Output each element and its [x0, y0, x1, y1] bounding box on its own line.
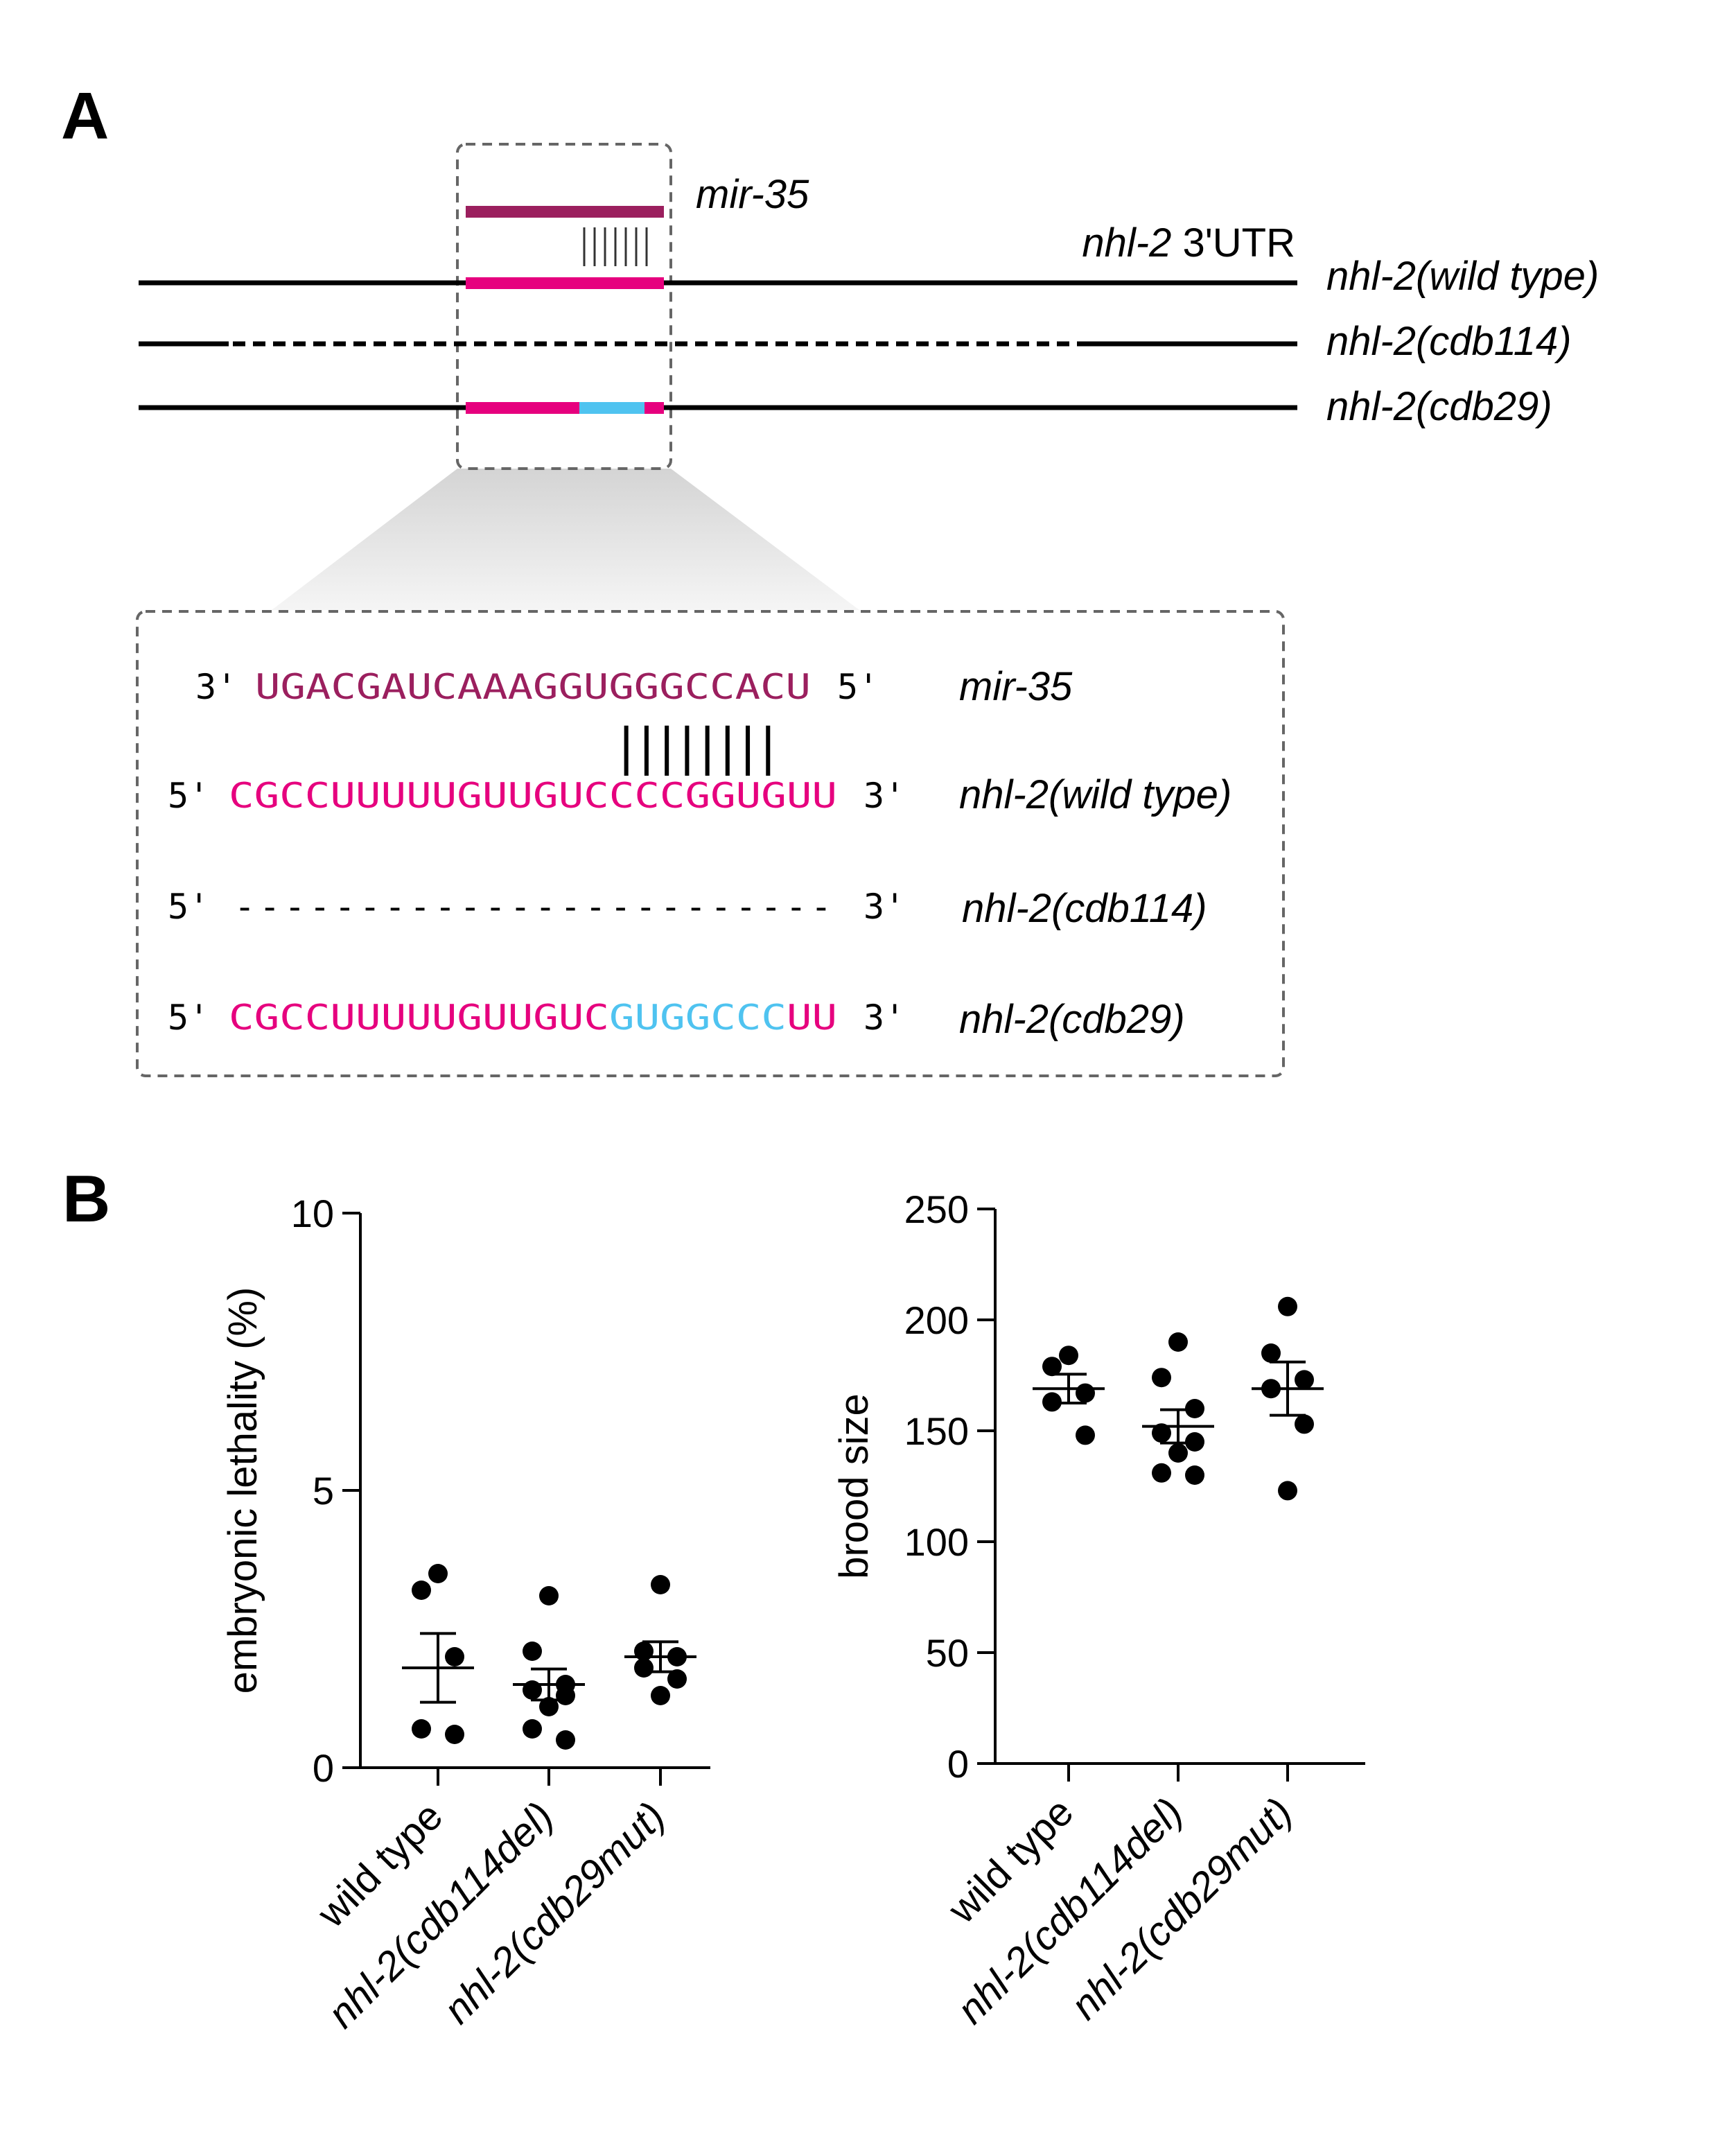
pairing-ticks: [583, 227, 648, 266]
data-point: [412, 1581, 431, 1600]
cdb29-seq-magenta: CGCCUUUUUGUUGUC: [229, 998, 609, 1038]
mir35-sequence: UGACGAUCAAAGGUGGGCCACU: [255, 667, 811, 707]
data-point: [1076, 1383, 1095, 1403]
site-cdb29-magenta: [466, 402, 579, 414]
y-tick-label: 50: [926, 1631, 969, 1675]
site-cdb29-tail: [645, 402, 664, 414]
y-tick-label: 200: [904, 1298, 969, 1342]
data-point: [523, 1719, 542, 1739]
cdb114-end-3: 3': [863, 887, 905, 927]
data-point: [412, 1719, 431, 1739]
panel-b-label: B: [62, 1162, 110, 1236]
mir35-bar: [466, 206, 664, 218]
data-point: [651, 1686, 670, 1705]
y-axis-label: embryonic lethality (%): [220, 1287, 265, 1694]
y-tick-label: 250: [904, 1187, 969, 1231]
data-point: [1152, 1423, 1171, 1443]
data-point: [1152, 1368, 1171, 1388]
site-box: [456, 143, 672, 470]
data-point: [1152, 1463, 1171, 1483]
y-tick-label: 0: [313, 1746, 334, 1790]
data-point: [445, 1647, 464, 1666]
strain-label-wild-type: nhl-2(wild type): [1326, 254, 1599, 299]
zoom-funnel: [272, 469, 859, 610]
site-wild-type: [466, 277, 664, 289]
wt-end-5: 5': [168, 776, 209, 816]
site-cdb29-cyan: [579, 402, 645, 414]
data-point: [1295, 1370, 1314, 1390]
data-point: [556, 1730, 575, 1750]
data-point: [651, 1575, 670, 1594]
data-point: [1042, 1357, 1062, 1377]
data-point: [1168, 1443, 1188, 1463]
data-point: [1278, 1296, 1297, 1316]
data-point: [539, 1586, 559, 1605]
cdb29-seq-cyan: GUGGCCC: [609, 998, 787, 1038]
data-point: [523, 1642, 542, 1661]
y-tick-label: 0: [947, 1742, 969, 1786]
wt-seq-label: nhl-2(wild type): [959, 772, 1231, 817]
data-point: [1059, 1346, 1078, 1366]
mir35-end-3: 3': [195, 667, 237, 707]
cdb114-end-5: 5': [168, 887, 209, 927]
utr-label: nhl-2 3'UTR: [1082, 220, 1295, 265]
y-axis-label: brood size: [832, 1393, 877, 1579]
mir35-end-5: 5': [837, 667, 879, 707]
panel-a-label: A: [61, 79, 109, 153]
wt-sequence: CGCCUUUUUGUUGUCCCCGGUGUU: [229, 776, 837, 816]
mir35-seq-label: mir-35: [959, 664, 1073, 709]
data-point: [445, 1725, 464, 1744]
y-tick-label: 5: [313, 1469, 334, 1513]
mir35-label: mir-35: [696, 172, 809, 217]
data-point: [634, 1658, 654, 1678]
data-point: [539, 1697, 559, 1716]
pairing-bars: ||||||||: [611, 717, 783, 776]
data-point: [1278, 1481, 1297, 1501]
strain-label-cdb114: nhl-2(cdb114): [1326, 319, 1572, 364]
data-point: [556, 1686, 575, 1705]
data-point: [1295, 1414, 1314, 1434]
data-point: [1185, 1465, 1204, 1485]
cdb29-end-3: 3': [863, 998, 905, 1038]
cdb29-end-5: 5': [168, 998, 209, 1038]
strain-label-cdb29: nhl-2(cdb29): [1326, 384, 1552, 429]
data-point: [1168, 1332, 1188, 1352]
cdb29-seq-label: nhl-2(cdb29): [959, 997, 1185, 1042]
cdb114-seq-label: nhl-2(cdb114): [962, 886, 1207, 931]
y-tick-label: 10: [291, 1192, 334, 1235]
y-tick-label: 150: [904, 1409, 969, 1453]
data-point: [1076, 1425, 1095, 1445]
data-point: [667, 1669, 687, 1689]
data-point: [1261, 1343, 1281, 1363]
data-point: [428, 1564, 448, 1583]
y-tick-label: 100: [904, 1520, 969, 1564]
wt-end-3: 3': [863, 776, 905, 816]
sequence-box: [136, 610, 1285, 1077]
cdb29-seq-tail: UU: [787, 998, 837, 1038]
cdb114-deletion: - - - - - - - - - - - - - - - - - - - - …: [234, 887, 832, 927]
